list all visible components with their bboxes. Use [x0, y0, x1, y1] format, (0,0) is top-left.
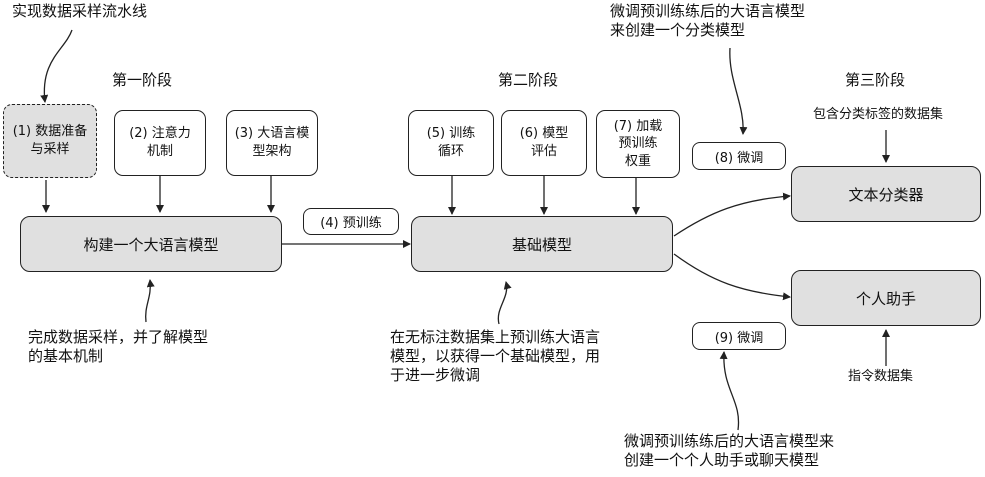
step-evaluation-line2: 评估 [530, 144, 557, 159]
personal-assistant-box: 个人助手 [791, 270, 981, 326]
step-load-weights-line1: (7) 加载 [613, 118, 663, 134]
stage3-heading: 第三阶段 [845, 71, 906, 89]
pointer-stage1-note [145, 279, 155, 323]
step-data-prep-box: (1) 数据准备与采样 [3, 104, 97, 178]
build-llm-label: 构建一个大语言模型 [83, 235, 219, 254]
pointer-stage2-note [497, 281, 512, 325]
foundation-model-label: 基础模型 [511, 235, 572, 254]
stage1-note-line2: 的基本机制 [28, 346, 104, 365]
stage1-heading: 第一阶段 [112, 71, 173, 89]
stage2-note-line3: 于进一步微调 [390, 365, 481, 384]
classifier-note-line1: 微调预训练练后的大语言模型 [610, 2, 806, 20]
foundation-model-box: 基础模型 [411, 216, 673, 272]
stage2-heading: 第二阶段 [498, 71, 559, 89]
finetune8-box: (8) 微调 [692, 142, 786, 170]
step-training-loop-line2: 循环 [437, 144, 464, 159]
step-evaluation-line1: (6) 模型 [519, 126, 569, 142]
stage1-note-line1: 完成数据采样，并了解模型 [28, 328, 209, 346]
assistant-note-line2: 创建一个个人助手或聊天模型 [624, 450, 820, 469]
step-data-prep-line2: 与采样 [30, 142, 70, 157]
arrow-to-classifier [673, 192, 791, 237]
instruction-dataset-label: 指令数据集 [848, 369, 914, 384]
step-architecture-line1: (3) 大语言模 [234, 126, 310, 142]
stage2-note-line2: 模型，以获得一个基础模型，用 [390, 346, 601, 365]
stage2-note: 在无标注数据集上预训练大语言 模型，以获得一个基础模型，用 于进一步微调 [390, 328, 600, 384]
stage2-note-line1: 在无标注数据集上预训练大语言 [390, 328, 601, 346]
step-load-weights-line2: 预训练 [618, 136, 658, 152]
pretrain-label: (4) 预训练 [320, 216, 382, 231]
step-data-prep-line1: (1) 数据准备 [12, 124, 88, 140]
finetune9-label: (9) 微调 [714, 330, 764, 346]
classifier-note: 微调预训练练后的大语言模型 来创建一个分类模型 [610, 2, 805, 40]
step-evaluation-box: (6) 模型评估 [501, 110, 587, 176]
text-classifier-box: 文本分类器 [791, 166, 981, 222]
step-training-loop-box: (5) 训练循环 [408, 110, 494, 176]
top-note: 实现数据采样流水线 [12, 2, 148, 20]
assistant-note: 微调预训练练后的大语言模型来 创建一个个人助手或聊天模型 [624, 432, 834, 470]
arrow-to-assistant [673, 253, 791, 301]
step-attention-box: (2) 注意力机制 [114, 110, 206, 176]
finetune8-label: (8) 微调 [714, 150, 764, 166]
stage1-note: 完成数据采样，并了解模型 的基本机制 [28, 328, 208, 366]
labeled-dataset-label: 包含分类标签的数据集 [813, 107, 944, 122]
pointer-classifier-note [729, 47, 748, 135]
step-attention-line1: (2) 注意力 [129, 126, 191, 142]
finetune9-box: (9) 微调 [692, 322, 786, 350]
step-load-weights-line3: 权重 [624, 153, 651, 169]
step-load-weights-box: (7) 加载预训练权重 [596, 110, 680, 178]
step-training-loop-line1: (5) 训练 [426, 126, 476, 142]
build-llm-box: 构建一个大语言模型 [20, 216, 282, 272]
pretrain-label-box: (4) 预训练 [303, 208, 399, 235]
text-classifier-label: 文本分类器 [848, 185, 924, 204]
classifier-note-line2: 来创建一个分类模型 [610, 20, 746, 39]
assistant-note-line1: 微调预训练练后的大语言模型来 [624, 432, 835, 450]
step-architecture-box: (3) 大语言模型架构 [226, 110, 318, 176]
step-attention-line2: 机制 [146, 144, 173, 159]
personal-assistant-label: 个人助手 [855, 289, 916, 308]
pointer-assistant-note [719, 351, 740, 431]
arrow-top-note [40, 29, 73, 103]
step-architecture-line2: 型架构 [252, 144, 292, 159]
